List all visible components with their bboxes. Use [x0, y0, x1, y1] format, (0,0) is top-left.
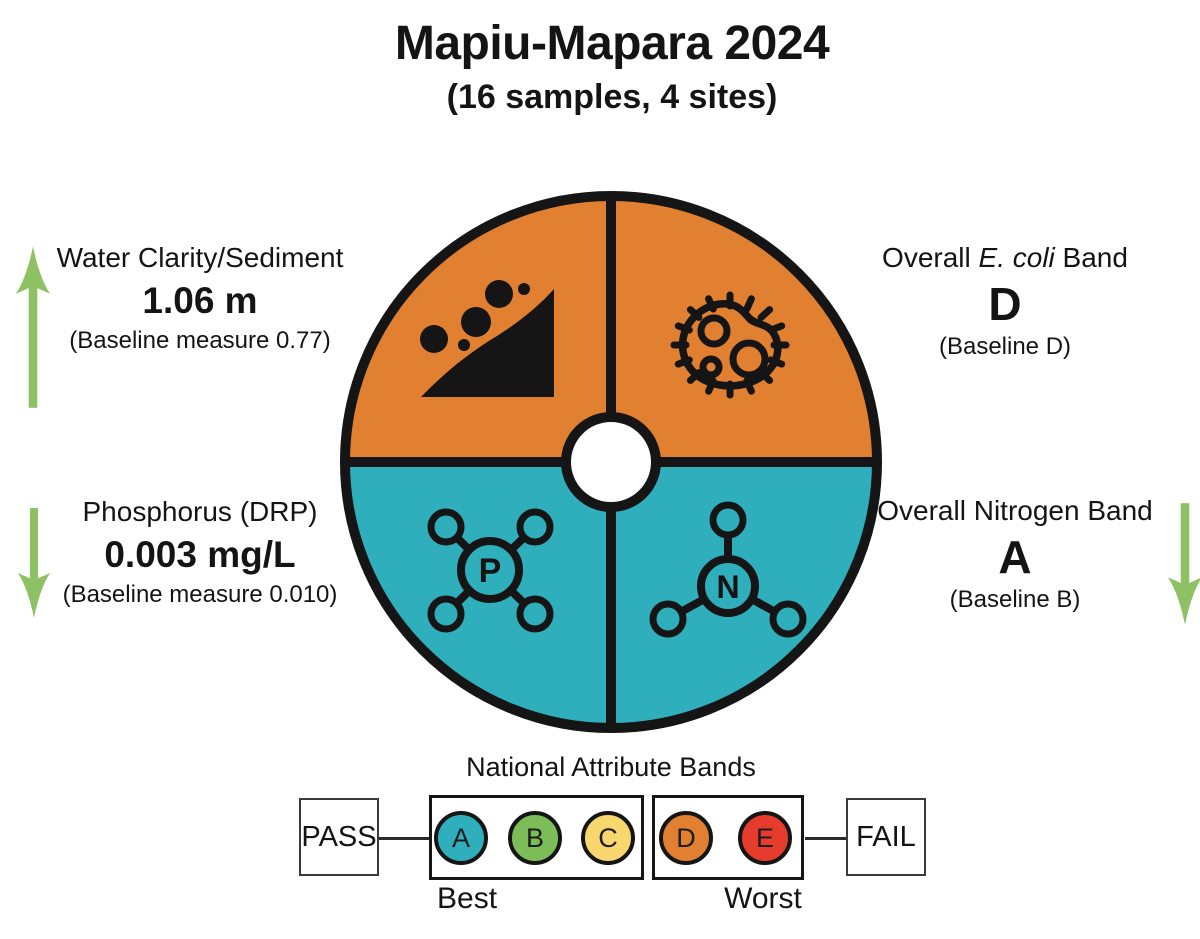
- page-subtitle: (16 samples, 4 sites): [446, 78, 778, 116]
- band-b-letter: B: [525, 822, 544, 853]
- clarity-label: Water Clarity/Sediment: [56, 242, 344, 273]
- trend-down-arrow: [17, 508, 51, 618]
- ecoli-metric: Overall E. coli Band D (Baseline D): [850, 240, 1160, 362]
- page-title: Mapiu-Mapara 2024: [394, 17, 830, 70]
- fail-box: FAIL: [846, 798, 926, 876]
- band-d-letter: D: [676, 822, 696, 853]
- phosphorus-symbol: P: [479, 552, 502, 590]
- clarity-baseline: (Baseline measure 0.77): [69, 327, 331, 354]
- wheel-hub: [561, 412, 661, 512]
- band-e-letter: E: [755, 822, 774, 853]
- trend-up-arrow: [15, 246, 51, 408]
- wheel-outline: [340, 191, 882, 733]
- band-c-letter: C: [598, 822, 618, 853]
- pass-box: PASS: [299, 798, 379, 876]
- pass-connector-line: [379, 837, 429, 840]
- nitrogen-baseline: (Baseline B): [949, 586, 1081, 613]
- quadrant-wheel: P N: [340, 191, 882, 733]
- band-a-letter: A: [451, 822, 470, 853]
- quadrant-ecoli: [611, 196, 877, 462]
- trend-down-arrow: [1167, 503, 1200, 625]
- band-b-circle: B: [508, 811, 562, 865]
- band-e-circle: E: [738, 811, 792, 865]
- band-c-circle: C: [581, 811, 635, 865]
- phosphorus-metric: Phosphorus (DRP) 0.003 mg/L (Baseline me…: [40, 494, 360, 610]
- nitrogen-icon: N: [649, 501, 807, 638]
- ecoli-label: Overall E. coli Band: [882, 242, 1128, 273]
- band-d-circle: D: [659, 811, 713, 865]
- best-label: Best: [437, 882, 498, 915]
- nitrogen-label: Overall Nitrogen Band: [877, 495, 1153, 526]
- nitrogen-symbol: N: [716, 569, 739, 605]
- clarity-value: 1.06 m: [142, 280, 258, 321]
- ecoli-band-value: D: [988, 278, 1022, 330]
- fail-connector-line: [805, 837, 846, 840]
- ecoli-baseline: (Baseline D): [938, 333, 1072, 360]
- band-a-circle: A: [434, 811, 488, 865]
- clarity-metric: Water Clarity/Sediment 1.06 m (Baseline …: [40, 240, 360, 356]
- phosphorus-icon: P: [427, 508, 554, 633]
- ecoli-icon: [670, 291, 790, 399]
- worst-label: Worst: [724, 882, 802, 915]
- nitrogen-band-value: A: [998, 531, 1032, 583]
- phosphorus-value: 0.003 mg/L: [104, 534, 296, 575]
- legend-title: National Attribute Bands: [466, 752, 756, 782]
- sediment-icon: [420, 280, 554, 397]
- nitrogen-metric: Overall Nitrogen Band A (Baseline B): [860, 493, 1170, 615]
- phosphorus-label: Phosphorus (DRP): [82, 496, 318, 527]
- phosphorus-baseline: (Baseline measure 0.010): [62, 581, 338, 608]
- ecoli-label-italic: E. coli: [978, 242, 1055, 273]
